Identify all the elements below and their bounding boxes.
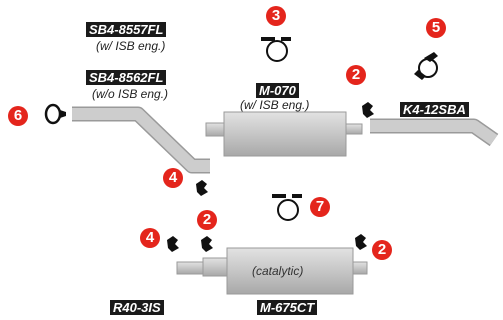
callout-2: 2 — [372, 240, 392, 260]
muffler-body — [223, 111, 347, 157]
callout-2: 2 — [197, 210, 217, 230]
tail-pipe-part: K4-12SBA — [400, 102, 469, 117]
clamp-icon — [261, 37, 291, 62]
hanger-icon — [355, 234, 367, 250]
callout-7: 7 — [310, 197, 330, 217]
callout-4: 4 — [163, 168, 183, 188]
hanger-icon — [167, 236, 179, 252]
callout-6: 6 — [8, 106, 28, 126]
muffler-note: (w/ ISB eng.) — [240, 98, 310, 112]
front-pipe-fill — [72, 108, 210, 172]
converter-inner-label: (catalytic) — [252, 264, 304, 278]
hanger-icon — [196, 180, 208, 196]
hanger-icon — [201, 236, 213, 252]
hanger-icon — [362, 102, 374, 118]
tail-pipe-fill — [370, 120, 498, 145]
front-pipe-note-b: (w/o ISB eng.) — [92, 87, 169, 101]
clamp-icon — [414, 52, 438, 80]
callout-2: 2 — [346, 65, 366, 85]
front-pipe-part-b: SB4-8562FL — [86, 70, 167, 85]
inlet-pipe-joint — [202, 257, 230, 277]
muffler-part: M-070 — [256, 83, 299, 98]
callout-5: 5 — [426, 18, 446, 38]
converter-outlet — [352, 261, 368, 275]
converter-body — [226, 247, 354, 295]
inlet-pipe-part: R40-3IS — [110, 300, 164, 315]
muffler-outlet — [345, 123, 363, 135]
clamp-icon — [272, 194, 302, 221]
callout-3: 3 — [266, 6, 286, 26]
callout-4: 4 — [140, 228, 160, 248]
front-pipe-part-a: SB4-8557FL — [86, 22, 167, 37]
front-pipe-note-a: (w/ ISB eng.) — [96, 39, 166, 53]
gasket-icon — [44, 103, 66, 125]
converter-part: M-675CT — [257, 300, 318, 315]
